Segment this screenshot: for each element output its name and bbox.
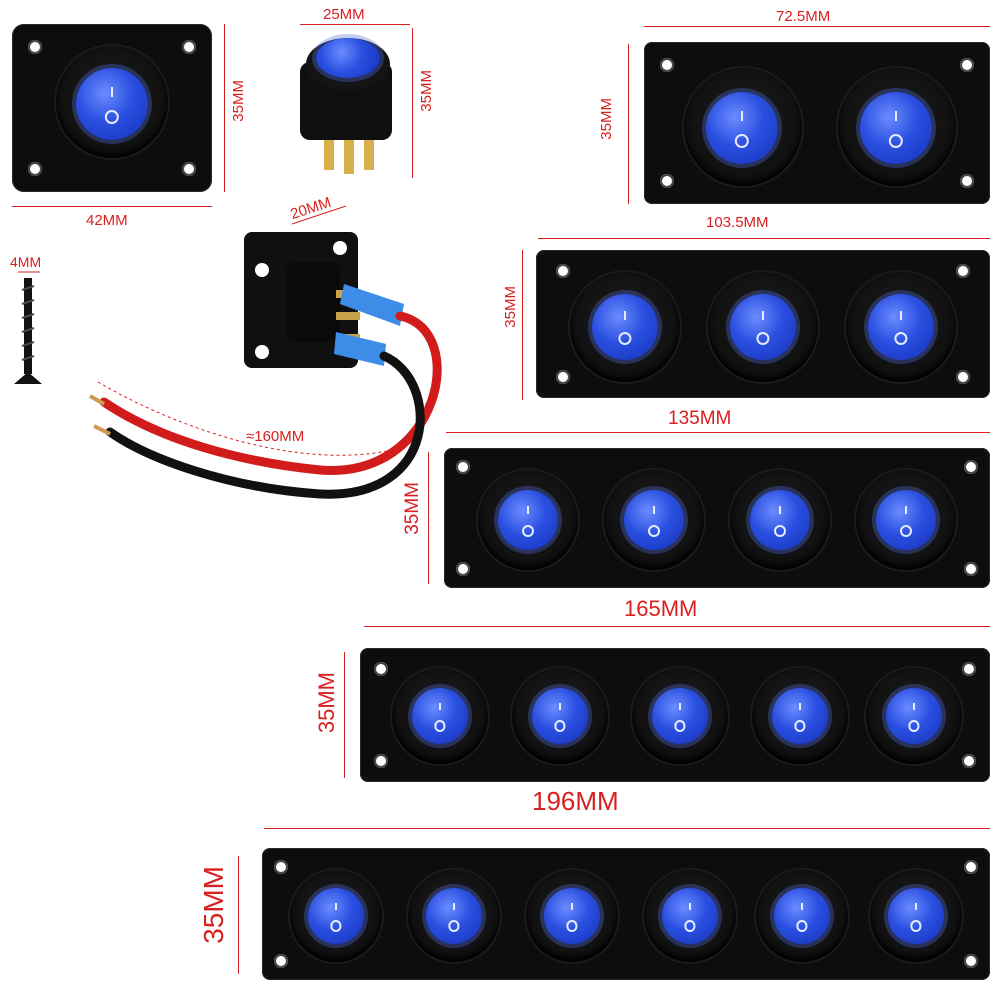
rocker-switch: [56, 46, 168, 158]
panel3-width-label: 103.5MM: [706, 214, 769, 231]
mount-hole: [28, 40, 42, 54]
panel3-height-label: 35MM: [502, 286, 519, 328]
switch-width-label: 25MM: [323, 6, 365, 23]
depth-label: 20MM: [288, 193, 334, 224]
panel2-height-label: 35MM: [598, 98, 615, 140]
panel4-height-label: 35MM: [402, 482, 423, 535]
panel5-height-label: 35MM: [314, 672, 339, 734]
panel-6-gang: [262, 848, 990, 980]
panel-3-gang: [536, 250, 990, 398]
panel-2-gang: [644, 42, 990, 204]
blue-rocker: [76, 68, 148, 140]
panel-4-gang: [444, 448, 990, 588]
panel-5-gang: [360, 648, 990, 782]
bare-switch: [300, 32, 410, 182]
switch-height-label: 35MM: [418, 70, 435, 112]
mount-hole: [182, 40, 196, 54]
mount-hole: [182, 162, 196, 176]
panel5-width-label: 165MM: [624, 596, 698, 621]
panel6-height-label: 35MM: [198, 866, 229, 944]
panel2-width-label: 72.5MM: [776, 8, 831, 25]
panel6-width-label: 196MM: [532, 786, 619, 816]
single-width-label: 42MM: [86, 212, 128, 229]
single-height-label: 35MM: [230, 80, 247, 122]
panel4-width-label: 135MM: [668, 408, 732, 429]
single-switch-panel: [12, 24, 212, 192]
rocker-switch: [838, 68, 956, 186]
mount-hole: [28, 162, 42, 176]
wire-length-label: ≈160MM: [246, 428, 305, 445]
screw-label: 4MM: [10, 254, 42, 270]
rocker-switch: [684, 68, 802, 186]
